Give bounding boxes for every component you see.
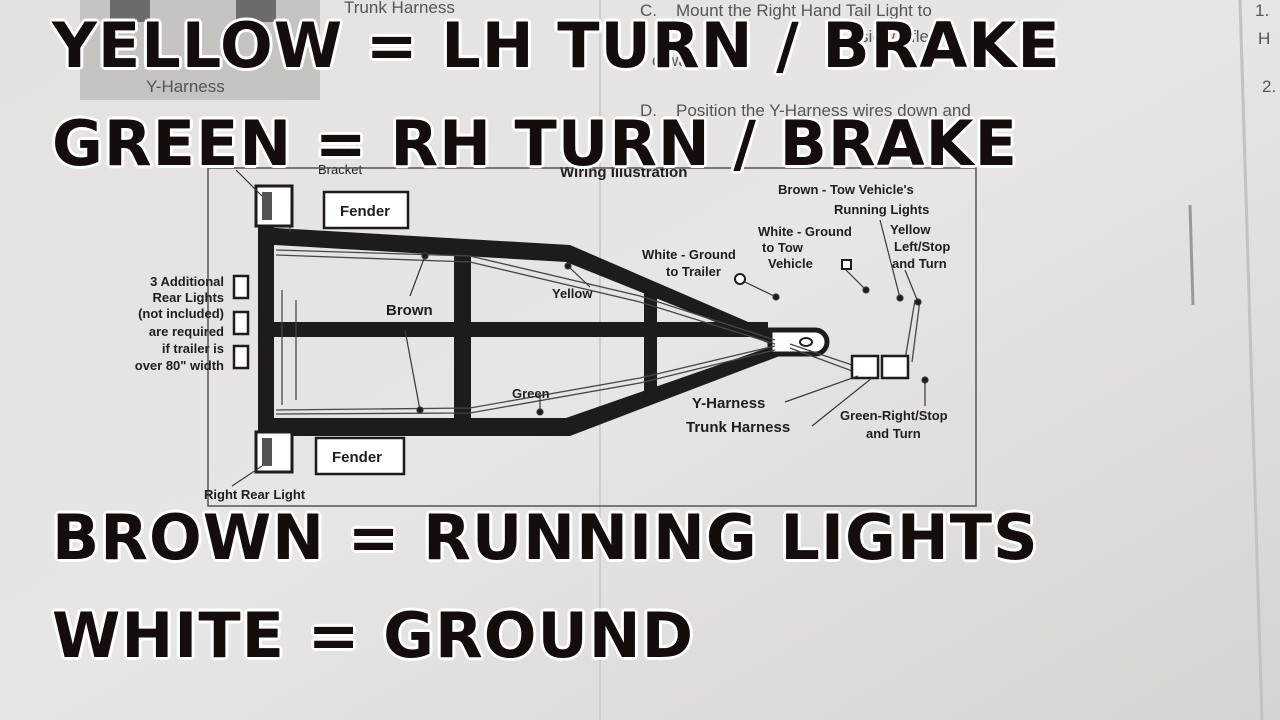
additional-light-2 [232, 310, 250, 336]
step-d-text: Position the Y-Harness wires down and [676, 101, 971, 120]
bracket-with-text: with [339, 143, 363, 158]
trailer-frame [258, 195, 790, 455]
leader-lines [231, 169, 929, 487]
brown-wire-label: Brown [386, 302, 433, 319]
harness-connector-photo-1 [110, 0, 150, 22]
y-harness-label: Y-Harness [692, 395, 765, 412]
right-column-2: 2. [1262, 77, 1276, 96]
yellow-wire-label: Yellow [552, 286, 593, 301]
left-rear-light-lens [262, 192, 272, 220]
wire-runs [275, 198, 921, 415]
page-edge [1238, 0, 1264, 720]
diagram-frame [207, 167, 977, 507]
frame-middle-rail [258, 322, 768, 337]
y-harness-top-text: Y-Harness [146, 77, 225, 96]
step-c-text-2: side/refle [860, 27, 929, 46]
yellow-left-line-2: Left/Stop [894, 239, 950, 254]
y-harness-connector-left [850, 354, 880, 380]
fender-bottom-box [314, 436, 406, 476]
white-ground-vehicle-line-3: Vehicle [768, 256, 813, 271]
additional-lights-line-4: are required [149, 324, 224, 339]
caption-white: WHITE = GROUND [52, 599, 695, 672]
additional-light-1 [232, 274, 250, 300]
y-harness-connector-right [880, 354, 910, 380]
caption-yellow: YELLOW = LH TURN / BRAKE [52, 9, 1061, 82]
right-rear-light-lens [262, 438, 272, 466]
step-d-letter: D. [640, 101, 657, 120]
white-ground-vehicle-line-1: White - Ground [758, 224, 852, 239]
frame-front-post [644, 286, 657, 392]
additional-light-3 [232, 344, 250, 370]
right-column-h: H [1258, 29, 1270, 48]
green-wire-label: Green [512, 386, 550, 401]
left-rear-light [254, 184, 294, 228]
white-ground-vehicle-terminal [841, 259, 852, 270]
yellow-left-line-1: Yellow [890, 222, 931, 237]
trunk-harness-label: Trunk Harness [686, 419, 790, 436]
bracket-vertical-line [1188, 204, 1195, 306]
step-c-text-3: d wa [652, 51, 688, 70]
white-ground-trailer-line-1: White - Ground [642, 247, 736, 262]
step-c-text: Mount the Right Hand Tail Light to [676, 1, 932, 20]
fender-top-box [322, 190, 410, 230]
green-right-line-2: and Turn [866, 426, 921, 441]
right-rear-light-label: Right Rear Light [204, 487, 306, 502]
additional-lights-line-3: (not included) [138, 306, 224, 321]
tongue-coupler [767, 327, 830, 357]
frame-center-post [454, 240, 471, 430]
frame-bottom-rail [258, 340, 790, 436]
harness-connector-photo-2 [236, 0, 276, 22]
brown-tow-vehicle-line-1: Brown - Tow Vehicle's [778, 182, 914, 197]
coupler-ball [799, 337, 813, 347]
bracket-label-text: Bracket [318, 162, 362, 177]
right-column-1: 1. [1255, 1, 1269, 20]
frame-top-rail [258, 227, 790, 352]
white-ground-trailer-line-2: to Trailer [666, 264, 721, 279]
caption-green: GREEN = RH TURN / BRAKE [52, 107, 1019, 180]
additional-lights-line-2: Rear Lights [152, 290, 224, 305]
additional-lights-note: 3 Additional Rear Lights (not included) … [135, 274, 224, 373]
additional-lights-line-6: over 80" width [135, 358, 224, 373]
trunk-harness-top-text: Trunk Harness [344, 0, 455, 17]
green-right-line-1: Green-Right/Stop [840, 408, 948, 423]
step-c-letter: C. [640, 1, 657, 20]
additional-lights-line-1: 3 Additional [150, 274, 224, 289]
white-ground-vehicle-line-2: to Tow [762, 240, 804, 255]
yellow-left-line-3: and Turn [892, 256, 947, 271]
caption-brown: BROWN = RUNNING LIGHTS [52, 501, 1039, 574]
brown-tow-vehicle-line-2: Running Lights [834, 202, 929, 217]
white-ground-trailer-terminal [734, 273, 746, 285]
additional-lights-line-5: if trailer is [162, 341, 224, 356]
fender-top-label: Fender [340, 203, 390, 220]
fender-bottom-label: Fender [332, 449, 382, 466]
